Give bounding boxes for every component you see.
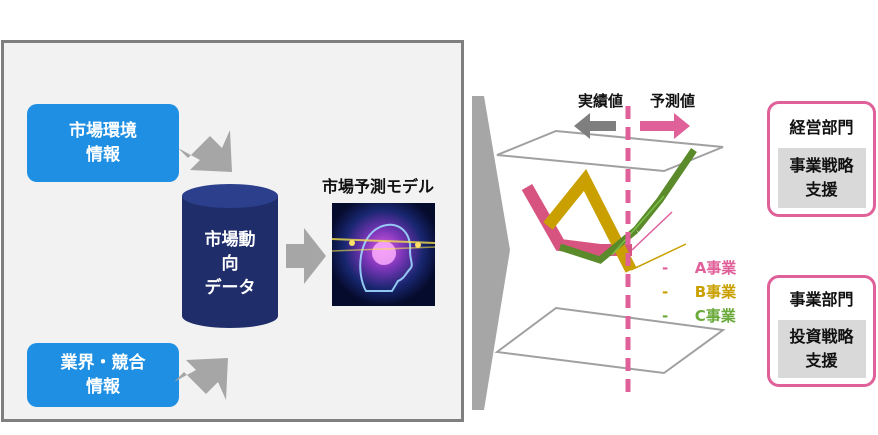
management-role-line2: 支援: [805, 180, 838, 199]
arrow-industry-to-data: [174, 358, 228, 400]
industry-competition-box: 業界・競合 情報: [27, 343, 179, 407]
legend-label-a: A事業: [694, 259, 737, 277]
industry-competition-line2: 情報: [86, 377, 120, 397]
legend-label-c: C事業: [694, 307, 736, 325]
market-environment-line1: 市場環境: [69, 121, 137, 141]
business-dept-box: 事業部門 投資戦略 支援: [767, 275, 876, 387]
business-role-line2: 支援: [805, 351, 838, 370]
arrow-model-to-chart: [472, 96, 510, 410]
legend-dash-c: -: [662, 307, 669, 325]
legend-item-a: - A事業: [662, 256, 736, 280]
arrow-market-to-data: [178, 130, 232, 172]
arrow-data-to-model: [286, 228, 326, 284]
top-plane: [496, 129, 724, 173]
industry-competition-line1: 業界・競合: [60, 353, 146, 373]
legend-label-b: B事業: [694, 283, 737, 301]
management-role-line1: 事業戦略: [789, 156, 854, 175]
market-data-cylinder: [182, 184, 278, 328]
legend-dash-a: -: [662, 259, 669, 277]
market-data-line2: 向: [221, 254, 239, 274]
market-data-line3: データ: [204, 278, 256, 298]
bottom-plane: [494, 306, 726, 375]
legend-item-b: - B事業: [662, 280, 736, 304]
legend-item-c: - C事業: [662, 304, 736, 328]
series-c-line: [558, 227, 639, 264]
market-data-line1: 市場動: [204, 230, 256, 250]
actual-value-label: 実績値: [578, 92, 624, 110]
actual-arrow: [574, 113, 616, 139]
market-environment-line2: 情報: [86, 145, 120, 165]
business-dept-role: 投資戦略 支援: [777, 320, 866, 378]
management-dept-role: 事業戦略 支援: [777, 148, 866, 208]
forecast-model-label: 市場予測モデル: [322, 177, 435, 196]
business-role-line1: 投資戦略: [789, 327, 854, 346]
business-dept-title: 事業部門: [789, 290, 854, 309]
series-a-forecast: [631, 211, 673, 251]
series-b-line: [543, 169, 637, 273]
chart-legend: - A事業 - B事業 - C事業: [662, 256, 736, 328]
forecast-value-label: 予測値: [650, 92, 696, 110]
series-b-forecast: [630, 243, 687, 271]
management-dept-title: 経営部門: [789, 118, 854, 137]
market-data-label: 市場動 向 データ: [182, 228, 278, 300]
ai-brain-image: [332, 203, 435, 306]
market-environment-box: 市場環境 情報: [27, 104, 179, 182]
legend-dash-b: -: [662, 283, 669, 301]
management-dept-box: 経営部門 事業戦略 支援: [767, 101, 876, 217]
forecast-arrow: [640, 113, 690, 139]
